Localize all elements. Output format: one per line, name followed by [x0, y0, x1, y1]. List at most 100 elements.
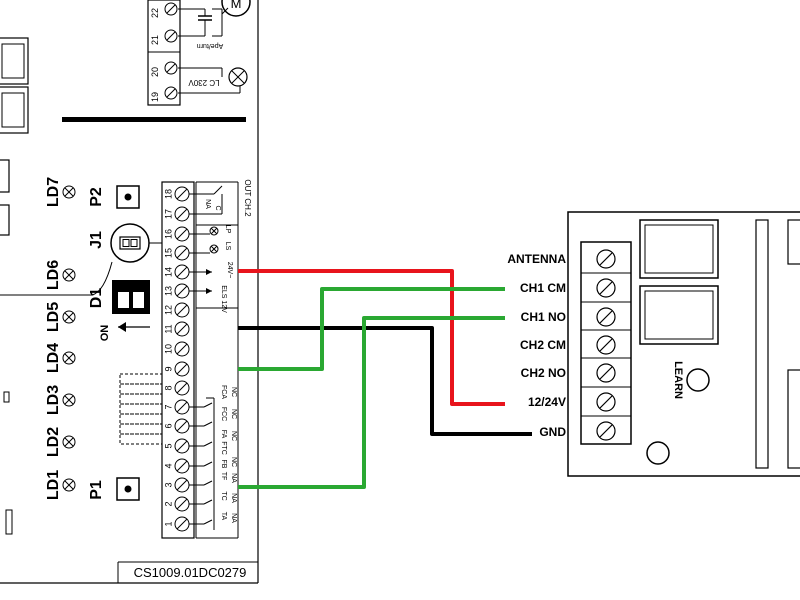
button-p1-dot	[124, 485, 132, 493]
led-ld3-icon	[62, 393, 76, 407]
control-board: 22 21 20 19 M Ape/turn	[0, 0, 259, 584]
fa-label: FA	[220, 430, 227, 439]
terminal-number-18: 18	[163, 189, 173, 199]
receiver-screw-gnd	[596, 421, 616, 441]
dip-switch-lever-1[interactable]	[118, 292, 129, 308]
lamp-circuit	[178, 67, 241, 94]
led-ld5-icon	[62, 310, 76, 324]
led-label-ld3: LD3	[45, 385, 62, 415]
input-contacts	[189, 397, 215, 530]
arrow-left-icon	[118, 322, 126, 332]
receiver-screw-power	[596, 392, 616, 412]
ls-label: LS	[224, 242, 231, 251]
tf-label: TF	[220, 472, 227, 481]
terminal-number-5: 5	[163, 443, 173, 448]
learn-button[interactable]	[686, 368, 710, 392]
fb-label: FB	[220, 460, 227, 469]
wire-ch1-no	[238, 316, 505, 489]
dip-switch-lever-2[interactable]	[133, 292, 144, 308]
terminal-number-7: 7	[163, 404, 173, 409]
receiver-slot	[755, 219, 769, 469]
terminal-screw-20	[164, 61, 178, 75]
terminal-screw-1	[174, 516, 190, 532]
receiver-screw-ch2-no	[596, 363, 616, 383]
dip-switch-d1[interactable]	[112, 280, 150, 314]
button-label-p2: P2	[88, 187, 105, 207]
lc-label: LC 230V	[188, 78, 220, 87]
terminal-number-20: 20	[150, 67, 160, 77]
24v-label: 24V~	[226, 262, 233, 279]
component-pads	[119, 373, 163, 445]
led-ld2-icon	[62, 435, 76, 449]
wire-ground	[238, 326, 532, 436]
nc-label-2: NC	[230, 409, 237, 419]
lamp-lp-icon	[209, 226, 219, 236]
els-12v-label: ELS 12V	[220, 285, 227, 313]
led-ld4-icon	[62, 351, 76, 365]
nc-label-4: NC	[230, 457, 237, 467]
out-ch2-contact	[189, 185, 223, 215]
ta-label: TA	[220, 512, 227, 521]
lp-label: LP	[224, 225, 231, 234]
terminal-screw-18	[174, 186, 190, 202]
lamp-icon	[228, 67, 248, 87]
receiver-terminal-block	[580, 241, 632, 445]
na-label-ch2: NA	[204, 199, 211, 209]
receiver-label-gnd: GND	[539, 425, 566, 439]
terminal-number-15: 15	[163, 248, 173, 258]
terminal-screw-7	[174, 399, 190, 415]
terminal-number-1: 1	[163, 521, 173, 526]
terminal-screw-16	[174, 226, 190, 242]
terminal-number-3: 3	[163, 482, 173, 487]
led-label-ld6: LD6	[45, 260, 62, 290]
receiver-screw-ch1-no	[596, 307, 616, 327]
terminal-screw-8	[174, 380, 190, 396]
terminal-number-9: 9	[163, 366, 173, 371]
terminal-number-14: 14	[163, 267, 173, 277]
dip-on-label: ON	[99, 325, 111, 342]
motor-capacitor-circuit	[178, 7, 229, 37]
terminal-block-main	[161, 181, 195, 539]
receiver-label-ch2-cm: CH2 CM	[520, 338, 566, 352]
terminal-screw-9	[174, 361, 190, 377]
nc-label-3: NC	[230, 431, 237, 441]
terminal-screw-13	[174, 283, 190, 299]
out-ch2-label: OUT CH.2	[243, 179, 252, 217]
receiver-led	[646, 441, 670, 465]
receiver-label-ch2-no: CH2 NO	[521, 366, 566, 380]
ftc-label: FTC	[220, 441, 227, 455]
na-label-2: NA	[230, 493, 237, 503]
motor-icon	[221, 0, 251, 17]
receiver-module: LEARN	[567, 211, 800, 477]
jumper-j1[interactable]	[110, 223, 150, 263]
tc-label: TC	[220, 491, 227, 500]
receiver-label-ch1-no: CH1 NO	[521, 310, 566, 324]
receiver-screw-ch2-cm	[596, 335, 616, 355]
receiver-label-ch1-cm: CH1 CM	[520, 281, 566, 295]
terminal-screw-21	[164, 29, 178, 43]
terminal-number-10: 10	[163, 344, 173, 354]
terminal-screw-10	[174, 341, 190, 357]
terminal-screw-5	[174, 438, 190, 454]
wire-ch1-cm	[238, 287, 505, 371]
led-label-ld2: LD2	[45, 427, 62, 457]
terminal-number-21: 21	[150, 35, 160, 45]
terminal-screw-15	[174, 245, 190, 261]
receiver-relay-1	[639, 219, 719, 279]
terminal-number-13: 13	[163, 286, 173, 296]
terminal-number-6: 6	[163, 423, 173, 428]
led-ld7-icon	[62, 185, 76, 199]
aperture-label: Ape/turn	[197, 42, 224, 49]
dip-label-d1: D1	[88, 288, 105, 309]
terminal-screw-4	[174, 458, 190, 474]
button-p2-dot	[124, 193, 132, 201]
nc-label-1: NC	[230, 387, 237, 397]
led-ld1-icon	[62, 478, 76, 492]
terminal-number-4: 4	[163, 463, 173, 468]
terminal-screw-17	[174, 206, 190, 222]
button-label-p1: P1	[88, 480, 105, 500]
terminal-number-12: 12	[163, 305, 173, 315]
terminal-screw-12	[174, 302, 190, 318]
relay-component-1	[0, 37, 29, 85]
